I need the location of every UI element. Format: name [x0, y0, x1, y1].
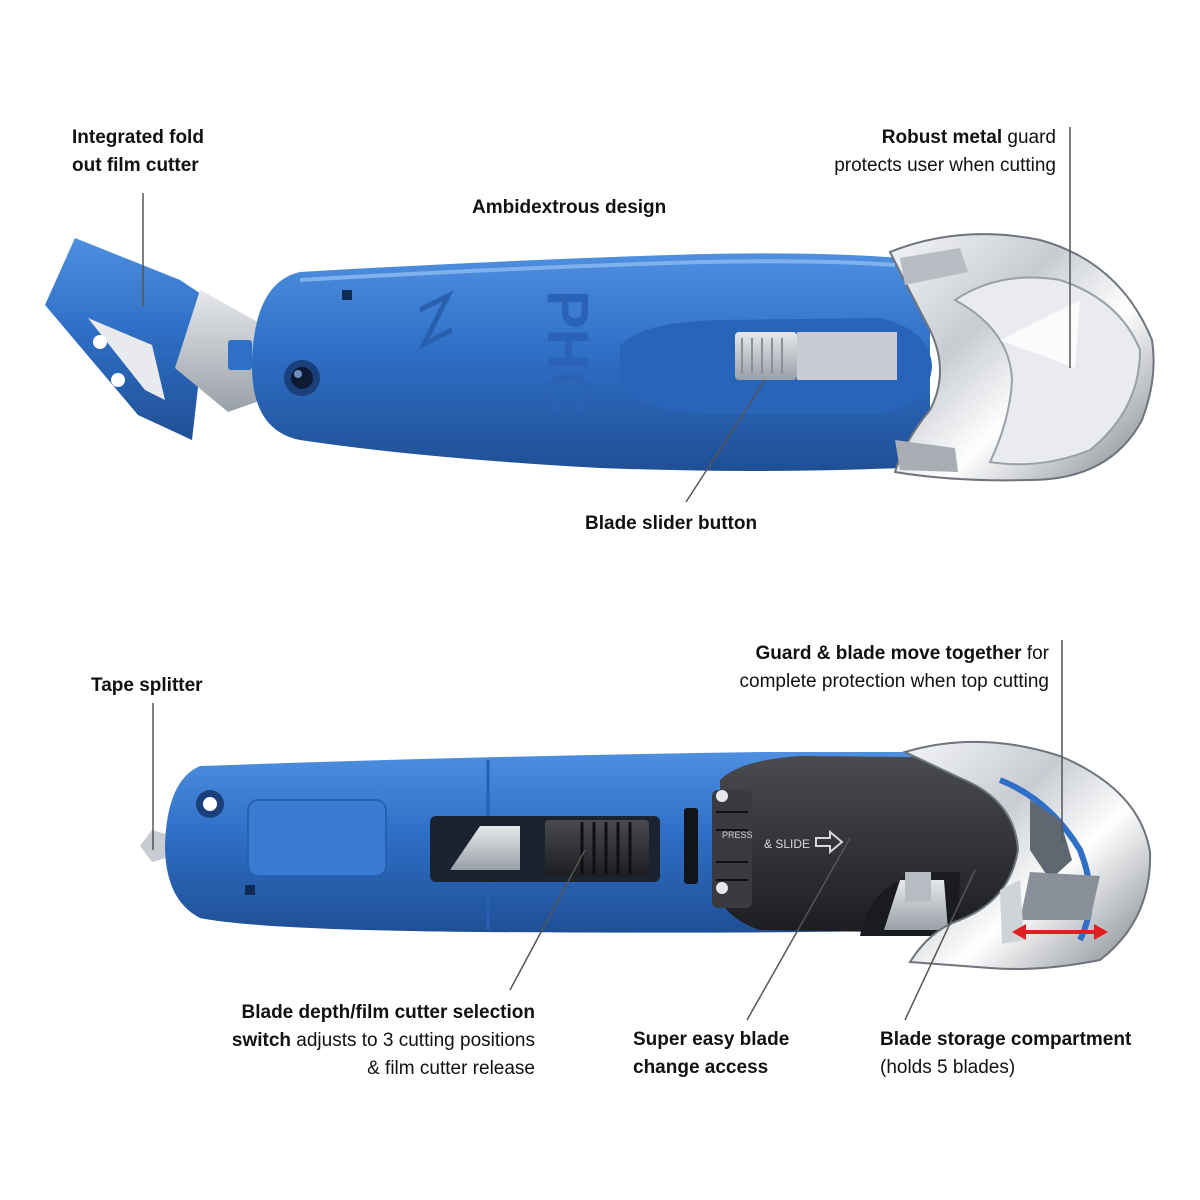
label-storage-line2: (holds 5 blades) — [880, 1057, 1016, 1078]
label-tape-splitter: Tape splitter — [91, 672, 203, 700]
label-move-together-line2: complete protection when top cutting — [739, 671, 1049, 692]
label-guard: Robust metal guard protects user when cu… — [834, 124, 1056, 180]
label-guard-line2: protects user when cutting — [834, 155, 1056, 176]
label-depth-switch-line1: Blade depth/film cutter selection — [241, 1002, 536, 1023]
label-blade-change-line1: Super easy blade — [633, 1029, 790, 1050]
movement-arrow-icon — [1012, 924, 1108, 940]
label-move-together-bold: Guard & blade move together — [755, 643, 1022, 664]
label-slider-text: Blade slider button — [585, 513, 758, 534]
label-ambidextrous: Ambidextrous design — [472, 194, 666, 222]
press-label: PRESS — [722, 830, 753, 840]
brand-mark: PHC — [535, 290, 600, 412]
label-film-cutter: Integrated fold out film cutter — [72, 124, 204, 180]
top-knife: PHC — [45, 233, 1155, 482]
label-tape-splitter-text: Tape splitter — [91, 675, 203, 696]
blade-slider-button — [735, 332, 797, 380]
label-depth-switch-bold: switch — [231, 1030, 292, 1051]
label-move-together-rest: for — [1021, 643, 1049, 664]
label-slider: Blade slider button — [585, 510, 757, 538]
switch-blade — [450, 826, 520, 870]
label-film-cutter-line1: Integrated fold — [72, 127, 204, 148]
bottom-knife: PRESS & SLIDE — [140, 740, 1152, 970]
label-depth-switch-rest: adjusts to 3 cutting positions — [291, 1030, 535, 1051]
label-storage: Blade storage compartment (holds 5 blade… — [880, 1026, 1131, 1082]
label-guard-bold: Robust metal — [881, 127, 1003, 148]
label-blade-change-line2: change access — [633, 1057, 769, 1078]
label-depth-switch-line3: & film cutter release — [367, 1058, 535, 1079]
slide-label: & SLIDE — [764, 837, 810, 851]
leader-lines — [142, 127, 1071, 1021]
label-depth-switch: Blade depth/film cutter selection switch… — [232, 999, 535, 1083]
label-film-cutter-line2: out film cutter — [72, 155, 199, 176]
label-ambidextrous-text: Ambidextrous design — [472, 197, 667, 218]
label-move-together: Guard & blade move together for complete… — [740, 640, 1049, 696]
label-storage-line1: Blade storage compartment — [880, 1029, 1132, 1050]
label-blade-change: Super easy blade change access — [633, 1026, 789, 1082]
slide-arrow-icon — [815, 829, 844, 855]
depth-switch — [545, 820, 649, 876]
label-guard-rest: guard — [1002, 127, 1056, 148]
film-cutter-arm — [175, 290, 262, 412]
